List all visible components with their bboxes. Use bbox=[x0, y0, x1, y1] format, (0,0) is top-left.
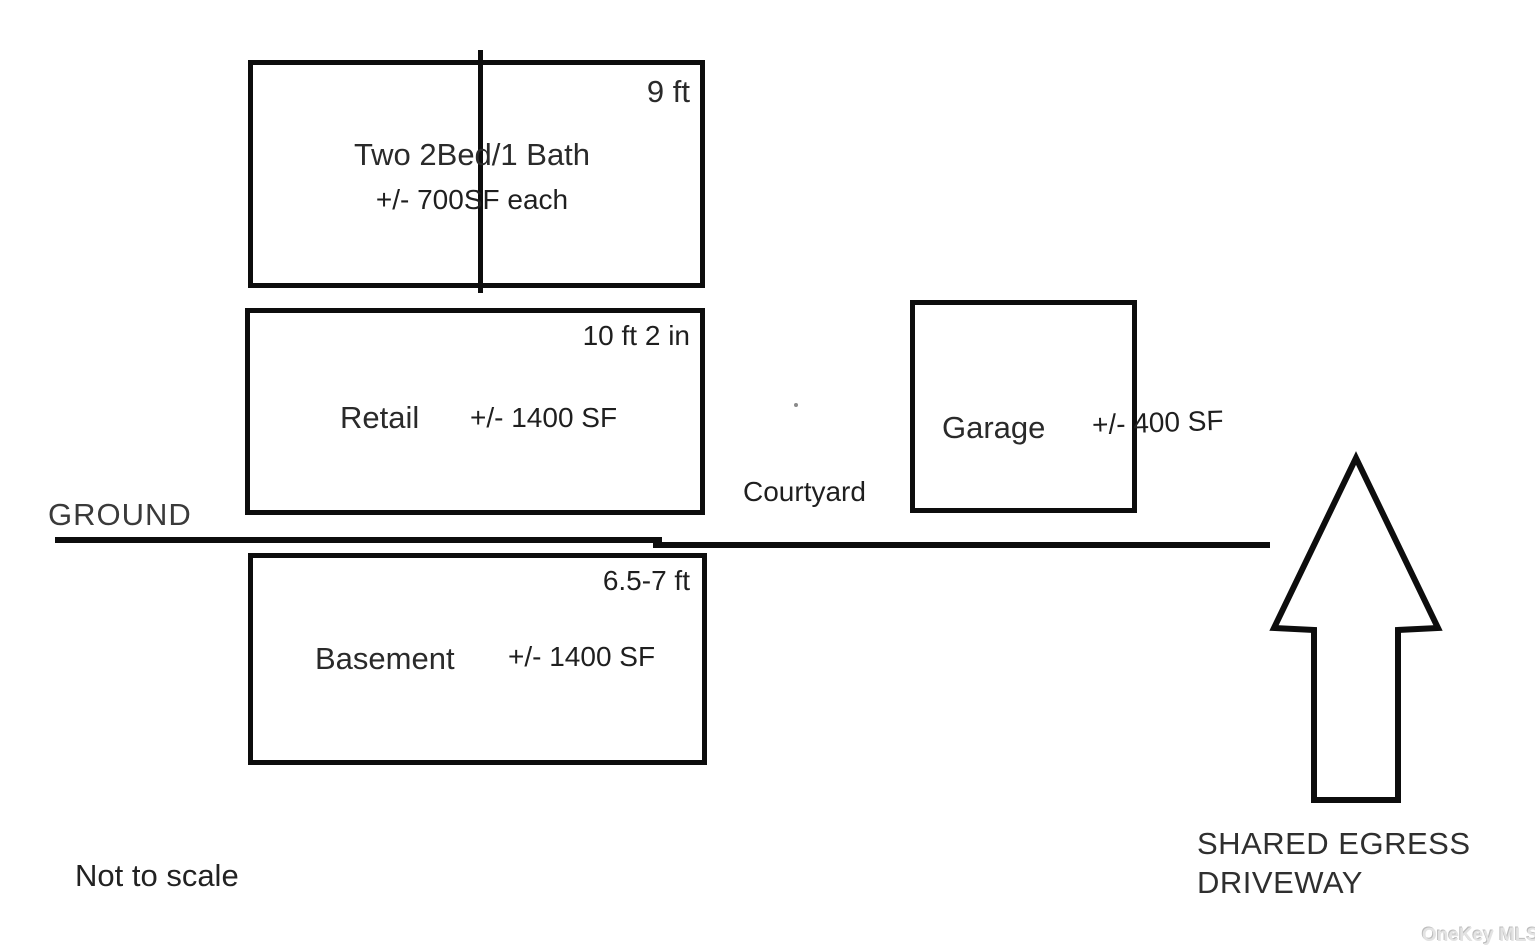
apartment-ceiling-height-label: 9 ft bbox=[646, 74, 690, 109]
apartment-label: Two 2Bed/1 Bath bbox=[353, 137, 591, 172]
retail-box bbox=[245, 308, 705, 515]
shared-egress-label-line1: SHARED EGRESS bbox=[1197, 826, 1471, 861]
up-arrow-icon bbox=[1269, 451, 1443, 803]
garage-box bbox=[910, 300, 1137, 513]
apartment-unit-box bbox=[248, 60, 705, 288]
ground-line-left-segment bbox=[55, 537, 662, 543]
garage-area-label: +/- 400 SF bbox=[1091, 404, 1224, 441]
basement-label: Basement bbox=[315, 641, 455, 676]
stray-dot bbox=[794, 403, 798, 407]
watermark: OneKey MLS bbox=[1422, 925, 1535, 946]
retail-ceiling-height-label: 10 ft 2 in bbox=[582, 320, 690, 351]
retail-label: Retail bbox=[340, 400, 420, 435]
basement-box bbox=[248, 553, 707, 765]
shared-egress-label-line2: DRIVEWAY bbox=[1197, 865, 1363, 900]
not-to-scale-note: Not to scale bbox=[75, 858, 239, 893]
courtyard-label: Courtyard bbox=[743, 476, 866, 507]
basement-area-label: +/- 1400 SF bbox=[508, 641, 656, 672]
ground-line-right-segment bbox=[653, 542, 1270, 548]
ground-label: GROUND bbox=[48, 497, 192, 532]
apartment-area-label: +/- 700SF each bbox=[375, 184, 569, 215]
retail-area-label: +/- 1400 SF bbox=[470, 402, 618, 433]
garage-label: Garage bbox=[942, 410, 1046, 445]
apartment-divider-line bbox=[478, 50, 483, 293]
basement-ceiling-height-label: 6.5-7 ft bbox=[602, 565, 690, 596]
